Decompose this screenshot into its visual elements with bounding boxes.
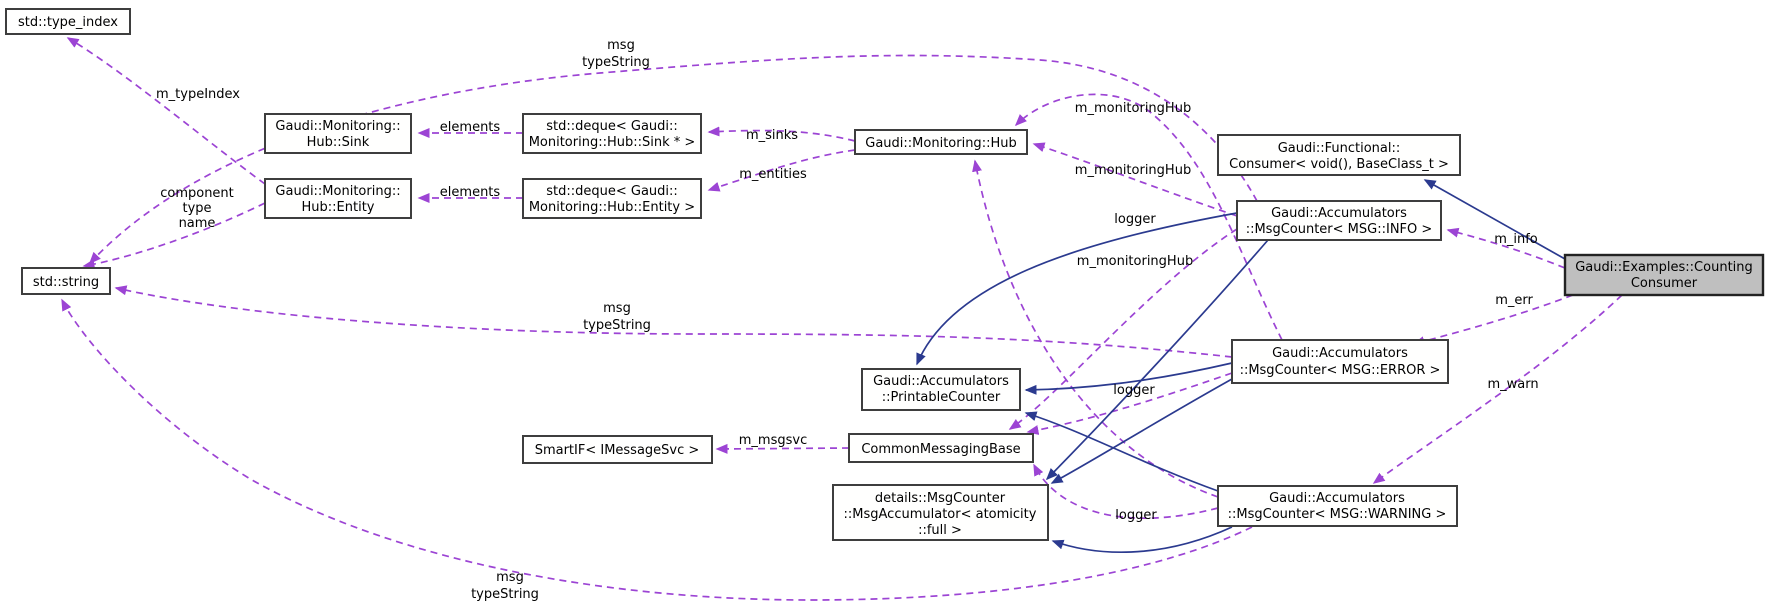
edge-inherit-info-msgaccumulator <box>1045 239 1269 481</box>
svg-text:::MsgCounter< MSG::WARNING >: ::MsgCounter< MSG::WARNING > <box>1228 507 1447 522</box>
svg-text:Consumer< void(), BaseClass_t: Consumer< void(), BaseClass_t > <box>1229 157 1449 172</box>
svg-text:std::type_index: std::type_index <box>18 15 118 30</box>
edge-m-typeindex <box>66 37 266 185</box>
edge-inherit-error-printablecounter <box>1024 362 1233 395</box>
edge-label-monitoringhub-info: m_monitoringHub <box>1075 163 1191 178</box>
edge-inherit-info-printablecounter <box>916 212 1238 366</box>
edge-label-name: name <box>179 216 216 231</box>
node-hub-entity[interactable]: Gaudi::Monitoring:: Hub::Entity <box>264 178 412 219</box>
edge-label-typestring-top: typeString <box>582 55 650 70</box>
edge-label-typestring-bottom: typeString <box>471 587 539 602</box>
svg-text:::MsgAccumulator< atomicity: ::MsgAccumulator< atomicity <box>844 507 1037 522</box>
node-std-type-index: std::type_index <box>5 8 131 35</box>
edge-label-m-msgsvc: m_msgsvc <box>739 433 807 448</box>
edge-label-m-typeindex: m_typeIndex <box>156 87 240 102</box>
edge-inherit-warning-msgaccumulator <box>1051 526 1233 554</box>
edge-label-m-warn: m_warn <box>1487 377 1538 392</box>
node-smartif-imessagesvc[interactable]: SmartIF< IMessageSvc > <box>522 435 713 464</box>
edge-logger-info <box>1008 228 1238 430</box>
svg-text:details::MsgCounter: details::MsgCounter <box>875 491 1006 506</box>
node-common-messaging-base[interactable]: CommonMessagingBase <box>848 433 1034 463</box>
svg-text:::full >: ::full > <box>918 523 962 538</box>
member-edges <box>61 37 1623 601</box>
svg-text:::MsgCounter< MSG::ERROR >: ::MsgCounter< MSG::ERROR > <box>1240 363 1441 378</box>
edge-label-monitoringhub-error: m_monitoringHub <box>1075 101 1191 116</box>
edge-inherit-error-msgaccumulator <box>1050 378 1233 484</box>
edge-label-logger-error: logger <box>1113 383 1155 398</box>
node-std-string: std::string <box>21 267 111 295</box>
svg-text:SmartIF< IMessageSvc >: SmartIF< IMessageSvc > <box>535 443 700 458</box>
edge-label-monitoringhub-warning: m_monitoringHub <box>1077 254 1193 269</box>
svg-text:Hub::Sink: Hub::Sink <box>307 135 370 150</box>
node-msgcounter-error[interactable]: Gaudi::Accumulators ::MsgCounter< MSG::E… <box>1231 339 1449 384</box>
svg-text:Gaudi::Examples::Counting: Gaudi::Examples::Counting <box>1575 260 1753 275</box>
edge-label-component: component <box>160 186 234 201</box>
edge-component-type-name <box>82 202 266 270</box>
edge-label-m-err: m_err <box>1495 293 1533 308</box>
svg-text:::MsgCounter< MSG::INFO >: ::MsgCounter< MSG::INFO > <box>1246 222 1433 237</box>
svg-text:Gaudi::Monitoring::: Gaudi::Monitoring:: <box>275 184 400 199</box>
node-functional-consumer[interactable]: Gaudi::Functional:: Consumer< void(), Ba… <box>1217 134 1461 176</box>
svg-text:Monitoring::Hub::Entity >: Monitoring::Hub::Entity > <box>529 200 695 215</box>
edge-m-err <box>1412 294 1574 347</box>
edge-logger-warning <box>1033 463 1219 519</box>
edge-label-msg-mid: msg <box>603 301 631 316</box>
edge-label-m-entities: m_entities <box>739 167 807 182</box>
edge-label-msg-bottom: msg <box>496 570 524 585</box>
svg-text:::PrintableCounter: ::PrintableCounter <box>882 390 1001 405</box>
edge-label-elements-entity: elements <box>440 185 501 200</box>
svg-text:std::deque< Gaudi::: std::deque< Gaudi:: <box>546 184 678 199</box>
node-msgcounter-info[interactable]: Gaudi::Accumulators ::MsgCounter< MSG::I… <box>1236 200 1442 241</box>
svg-text:Gaudi::Accumulators: Gaudi::Accumulators <box>1271 206 1407 221</box>
svg-text:CommonMessagingBase: CommonMessagingBase <box>861 442 1020 457</box>
svg-text:Gaudi::Accumulators: Gaudi::Accumulators <box>1269 491 1405 506</box>
node-counting-consumer: Gaudi::Examples::Counting Consumer <box>1563 253 1765 297</box>
edge-label-elements-sink: elements <box>440 120 501 135</box>
edge-msg-typestring-error <box>114 285 1233 358</box>
edge-m-info <box>1446 227 1566 269</box>
edge-inherit-functional-consumer <box>1423 179 1566 260</box>
svg-text:Monitoring::Hub::Sink * >: Monitoring::Hub::Sink * > <box>529 135 696 150</box>
edge-msg-typestring-info <box>88 54 1258 265</box>
svg-text:Gaudi::Functional::: Gaudi::Functional:: <box>1278 141 1401 156</box>
node-hub-sink[interactable]: Gaudi::Monitoring:: Hub::Sink <box>264 113 412 154</box>
edge-label-logger-info: logger <box>1114 212 1156 227</box>
svg-text:Consumer: Consumer <box>1631 276 1698 291</box>
edge-labels: m_typeIndex component type name elements… <box>156 38 1539 602</box>
node-monitoring-hub[interactable]: Gaudi::Monitoring::Hub <box>854 129 1028 155</box>
edge-m-msgsvc <box>715 443 850 454</box>
edge-label-m-info: m_info <box>1494 232 1538 247</box>
svg-text:Gaudi::Accumulators: Gaudi::Accumulators <box>1272 346 1408 361</box>
svg-text:Gaudi::Accumulators: Gaudi::Accumulators <box>873 374 1009 389</box>
node-printable-counter[interactable]: Gaudi::Accumulators ::PrintableCounter <box>861 368 1021 411</box>
svg-text:std::deque< Gaudi::: std::deque< Gaudi:: <box>546 119 678 134</box>
inheritance-edges <box>916 179 1566 554</box>
node-msgcounter-warning[interactable]: Gaudi::Accumulators ::MsgCounter< MSG::W… <box>1217 485 1458 527</box>
edge-label-logger-warning: logger <box>1115 508 1157 523</box>
node-msg-accumulator[interactable]: details::MsgCounter ::MsgAccumulator< at… <box>832 484 1049 541</box>
edge-m-warn <box>1372 294 1623 484</box>
svg-text:Hub::Entity: Hub::Entity <box>302 200 375 215</box>
edge-monitoringhub-warning <box>972 159 1219 498</box>
edge-msg-typestring-warning <box>61 298 1253 601</box>
node-deque-sink[interactable]: std::deque< Gaudi:: Monitoring::Hub::Sin… <box>522 113 702 154</box>
edge-m-sinks <box>707 126 856 142</box>
node-deque-entity[interactable]: std::deque< Gaudi:: Monitoring::Hub::Ent… <box>522 178 702 219</box>
svg-text:std::string: std::string <box>33 275 99 290</box>
edge-label-typestring-mid: typeString <box>583 318 651 333</box>
edge-label-msg-top: msg <box>607 38 635 53</box>
svg-text:Gaudi::Monitoring::Hub: Gaudi::Monitoring::Hub <box>865 136 1016 151</box>
edge-m-entities <box>707 149 856 192</box>
edge-inherit-warning-printablecounter <box>1024 411 1219 492</box>
edge-monitoringhub-info <box>1032 142 1238 217</box>
edge-label-type: type <box>182 201 211 216</box>
edge-label-m-sinks: m_sinks <box>746 128 798 143</box>
svg-text:Gaudi::Monitoring::: Gaudi::Monitoring:: <box>275 119 400 134</box>
